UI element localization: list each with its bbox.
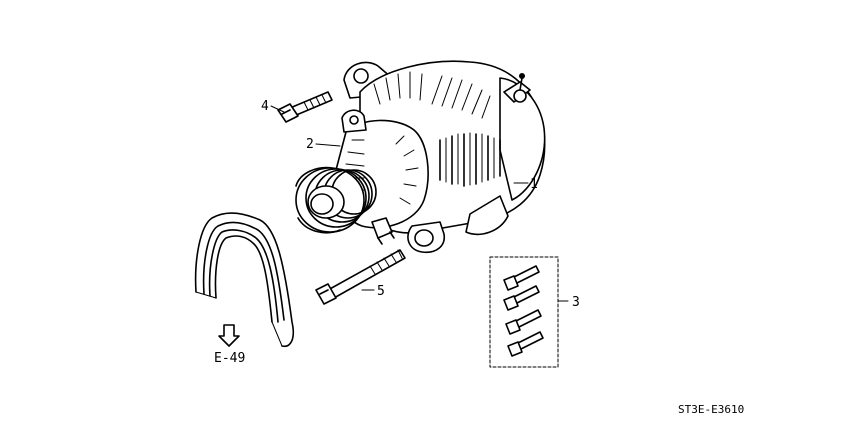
callout-part-2: 2 <box>306 137 314 152</box>
diagram-code: ST3E-E3610 <box>678 403 744 416</box>
down-arrow-icon[interactable] <box>218 324 240 347</box>
callout-part-5: 5 <box>377 284 385 299</box>
leader-lines <box>270 105 569 302</box>
callout-part-3: 3 <box>572 295 580 310</box>
bolt-set-illustration <box>489 256 559 368</box>
alternator-illustration <box>295 60 546 254</box>
reference-label[interactable]: E-49 <box>214 351 245 366</box>
drive-belt-illustration <box>194 212 295 348</box>
callout-part-4: 4 <box>261 99 269 114</box>
bolt-part-4-illustration <box>277 91 333 123</box>
callout-part-1: 1 <box>530 177 538 192</box>
bolt-part-5-illustration <box>315 249 406 305</box>
